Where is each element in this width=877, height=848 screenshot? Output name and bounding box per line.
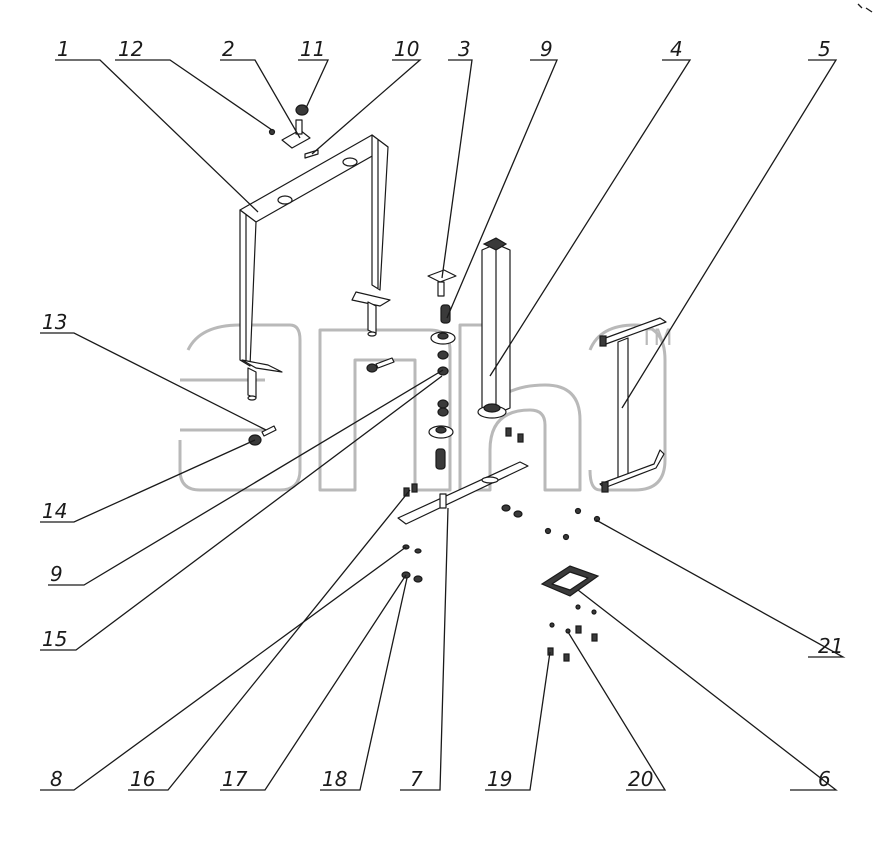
- part-14-nut: [437, 350, 449, 360]
- callout-11: 11: [300, 37, 325, 61]
- callout-1: 1: [57, 37, 70, 61]
- callout-19: 19: [487, 767, 512, 791]
- part-15-cap-upper: [430, 331, 456, 345]
- hardware-bolt-mid: [366, 357, 395, 373]
- callout-2: 2: [222, 37, 235, 61]
- leader-lines: [40, 59, 846, 791]
- part-7-base-plate: [397, 461, 529, 525]
- part-15-cap-lower: [428, 425, 454, 439]
- callout-21: 21: [818, 634, 843, 658]
- part-4-post: [477, 237, 511, 419]
- callout-18: 18: [322, 767, 347, 791]
- part-11-nut: [295, 104, 309, 116]
- part-2-bracket: [281, 119, 311, 149]
- part-19-bolts: [547, 625, 598, 662]
- part-9-spring-lower: [435, 448, 446, 470]
- callout-13: 13: [42, 310, 67, 334]
- watermark-logo: TM: [178, 323, 672, 492]
- callout-3: 3: [458, 37, 471, 61]
- callout-14: 14: [42, 499, 67, 523]
- callout-16: 16: [130, 767, 155, 791]
- part-1-frame: [239, 134, 391, 401]
- part-21-washers: [544, 507, 601, 541]
- callout-4: 4: [670, 37, 683, 61]
- part-5-handle: [599, 317, 667, 493]
- hardware-bolts-right: [501, 427, 524, 518]
- callout-labels: 1 12 2 11 10 3 9 4 5 13 14 9 15 21 8 16 …: [42, 37, 843, 791]
- callout-17: 17: [222, 767, 248, 791]
- callout-6: 6: [818, 767, 831, 791]
- part-12-washer: [268, 128, 276, 136]
- callout-10: 10: [394, 37, 419, 61]
- callout-15: 15: [42, 627, 67, 651]
- part-16-washer: [437, 366, 449, 376]
- callout-7: 7: [410, 767, 423, 791]
- part-6-pad: [540, 565, 600, 597]
- callout-12: 12: [118, 37, 143, 61]
- callout-9-left: 9: [50, 562, 63, 586]
- part-9-spring-upper: [440, 304, 451, 324]
- corner-mark: [857, 3, 873, 13]
- callout-5: 5: [818, 37, 831, 61]
- callout-9-top: 9: [540, 37, 553, 61]
- part-20-washers: [549, 604, 597, 634]
- callout-20: 20: [628, 767, 653, 791]
- part-17-nut: [401, 571, 423, 583]
- part-8-washer: [402, 544, 422, 554]
- part-13-bolt: [261, 425, 277, 437]
- callout-8: 8: [50, 767, 63, 791]
- part-9-spring-mid: [437, 399, 449, 417]
